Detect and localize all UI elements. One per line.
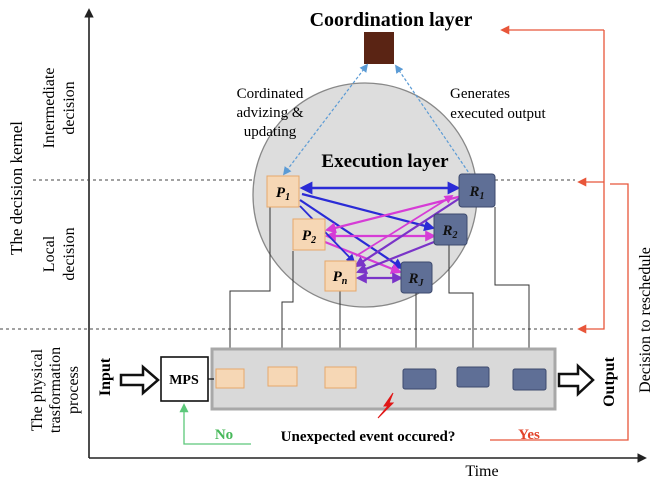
svg-text:updating: updating <box>244 124 297 140</box>
mps-box <box>160 356 209 402</box>
svg-text:advizing &: advizing & <box>236 105 303 121</box>
svg-text:The physical: The physical <box>29 348 46 431</box>
coordination-box <box>364 32 394 64</box>
band-label-intermediate: Intermediate decision <box>41 68 78 149</box>
svg-text:decision: decision <box>61 81 78 134</box>
reschedule-side-label: Decision to reschedule <box>637 247 653 393</box>
mps-label: MPS <box>169 373 199 388</box>
svg-text:executed output: executed output <box>450 106 546 122</box>
svg-text:decision: decision <box>61 227 78 280</box>
svg-text:Intermediate: Intermediate <box>41 68 58 149</box>
svg-text:trasformation: trasformation <box>47 347 64 433</box>
svg-text:Generates: Generates <box>450 86 510 102</box>
coordination-title: Coordination layer <box>310 9 473 31</box>
svg-text:Pn: Pn <box>333 269 348 287</box>
output-label: Output <box>601 356 618 406</box>
reschedule-bracket <box>577 30 605 334</box>
svg-text:P1: P1 <box>276 185 290 203</box>
svg-text:RJ: RJ <box>407 271 424 289</box>
output-arrow <box>557 363 595 397</box>
node-pn: Pn <box>324 260 357 292</box>
coordination-link-right <box>395 64 472 177</box>
band-label-local: Local decision <box>41 227 78 280</box>
svg-text:R1: R1 <box>468 184 484 202</box>
no-path <box>179 403 251 445</box>
process-p-blocks <box>215 366 357 389</box>
lightning-icon <box>377 392 395 419</box>
input-label: Input <box>97 357 114 396</box>
y-axis-label: The decision kernel <box>7 121 26 255</box>
x-axis-label: Time <box>465 463 498 480</box>
node-r1: R1 <box>458 173 496 208</box>
execution-layer-label: Execution layer <box>321 151 449 172</box>
svg-text:Cordinated: Cordinated <box>237 86 304 102</box>
svg-text:R2: R2 <box>441 223 457 241</box>
yes-label: Yes <box>518 427 540 443</box>
execution-arrows <box>299 181 463 284</box>
node-r2: R2 <box>433 213 468 246</box>
svg-text:process: process <box>65 366 82 414</box>
yes-path <box>490 183 629 441</box>
note-left: Cordinated advizing & updating <box>236 86 303 140</box>
note-right: Generates executed output <box>450 86 547 122</box>
node-p2: P2 <box>292 218 326 251</box>
input-arrow <box>119 364 160 396</box>
svg-text:Local: Local <box>41 235 58 272</box>
process-bar <box>210 347 557 411</box>
node-p1: P1 <box>266 175 300 208</box>
node-rj: RJ <box>400 261 433 294</box>
no-label: No <box>215 427 233 443</box>
question-label: Unexpected event occured? <box>281 429 456 445</box>
coordination-link-left <box>282 63 369 176</box>
process-r-blocks <box>402 366 547 391</box>
band-label-physical: The physical trasformation process <box>29 347 82 433</box>
svg-text:P2: P2 <box>302 228 316 246</box>
